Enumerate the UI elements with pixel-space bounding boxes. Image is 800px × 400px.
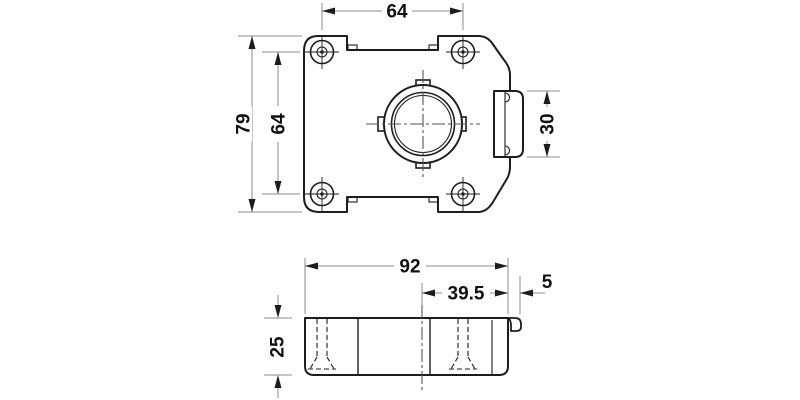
dim-label-92: 92 bbox=[399, 257, 420, 278]
notch-lug bbox=[428, 196, 439, 203]
side-view: 92 39.5 5 25 bbox=[264, 257, 553, 398]
mounting-hole-bottom-left bbox=[305, 177, 339, 211]
hidden-screw-channel-left bbox=[308, 319, 336, 370]
dim-label-39-5: 39.5 bbox=[448, 284, 485, 305]
mounting-hole-top-left bbox=[305, 35, 339, 69]
mounting-hole-top-right bbox=[446, 35, 480, 69]
dim-label-top-64: 64 bbox=[386, 2, 408, 23]
dim-5: 5 bbox=[519, 272, 553, 314]
notch-lug bbox=[347, 44, 358, 51]
notch-lug bbox=[428, 44, 439, 51]
mounting-hole-bottom-right bbox=[446, 177, 480, 211]
dim-label-left-64: 64 bbox=[269, 113, 290, 135]
strike-tab-notch bbox=[504, 92, 511, 103]
notch-lug bbox=[347, 196, 358, 203]
dim-label-5: 5 bbox=[542, 272, 553, 293]
dim-92: 92 bbox=[304, 257, 509, 314]
dim-label-79: 79 bbox=[234, 113, 255, 134]
dim-39-5: 39.5 bbox=[421, 283, 508, 305]
dim-25: 25 bbox=[264, 295, 292, 398]
top-view: 64 79 64 bbox=[234, 2, 560, 213]
dim-top-64: 64 bbox=[321, 2, 464, 30]
hidden-screw-channel-right bbox=[449, 319, 477, 370]
case-tab bbox=[506, 317, 522, 332]
case-body bbox=[304, 317, 509, 376]
dim-label-30: 30 bbox=[538, 113, 559, 134]
dim-30: 30 bbox=[527, 90, 560, 158]
dim-79: 79 bbox=[234, 35, 302, 213]
cylinder-ring bbox=[366, 70, 480, 178]
dim-label-25: 25 bbox=[268, 336, 289, 358]
dim-left-64: 64 bbox=[262, 51, 300, 195]
strike-tab bbox=[493, 90, 524, 158]
strike-tab-notch bbox=[504, 145, 511, 156]
